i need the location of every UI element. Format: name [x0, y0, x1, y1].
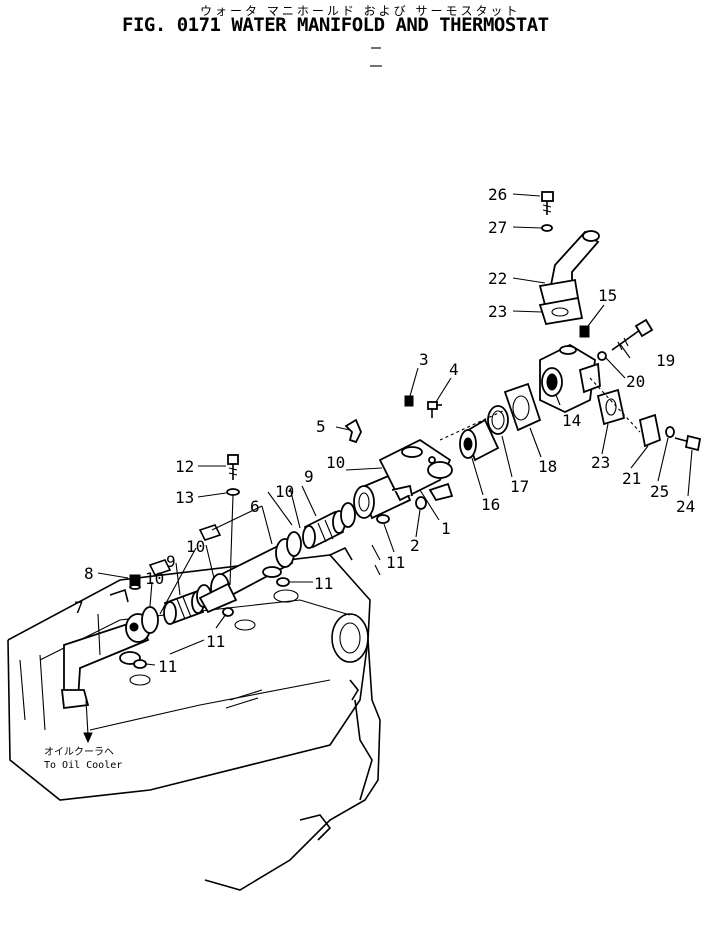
hose-9-upper — [302, 510, 346, 549]
clamp-10-lower — [141, 606, 159, 634]
callout-label: 12 — [175, 457, 194, 476]
callout-label: 23 — [488, 302, 507, 321]
callout-label: 2 — [410, 536, 420, 555]
callout-label: 24 — [676, 497, 695, 516]
clamp-10-upper-b — [340, 502, 356, 528]
callout-label: 5 — [316, 417, 326, 436]
elbow-pipe-22 — [538, 230, 600, 307]
washer-11-low — [222, 607, 234, 617]
callout-label: 10 — [145, 569, 164, 588]
washer-13 — [226, 488, 240, 496]
water-flange-1 — [353, 438, 454, 520]
callout-label: 19 — [656, 351, 675, 370]
callout-label: 17 — [510, 477, 529, 496]
callout-label: 10 — [186, 537, 205, 556]
oil-cooler-arrow-head — [83, 732, 93, 744]
callout-label: 9 — [166, 552, 176, 571]
callout-label: 14 — [562, 411, 581, 430]
oil-cooler-note: To Oil Cooler — [44, 760, 122, 771]
connector-4 — [427, 401, 442, 418]
bolt-19 — [611, 318, 654, 351]
callout-label: 25 — [650, 482, 669, 501]
callout-label: 11 — [314, 574, 333, 593]
callout-label: 6 — [250, 497, 260, 516]
callout-label: 9 — [304, 467, 314, 486]
manifold-elbow-7 — [60, 613, 151, 710]
oil-cooler-note-jp: オイルクーラヘ — [44, 746, 114, 758]
plug-8 — [129, 574, 141, 586]
callout-label: 10 — [275, 482, 294, 501]
tick-mark — [374, 564, 381, 576]
callout-label: 27 — [488, 218, 507, 237]
callout-label: 11 — [158, 657, 177, 676]
callout-label: 16 — [481, 495, 500, 514]
callout-labels: 26 27 22 23 15 19 20 3 4 5 10 14 18 17 1… — [74, 185, 695, 676]
washer-11-top — [376, 514, 390, 524]
gasket-23-side — [596, 388, 626, 426]
cover-21 — [638, 413, 662, 448]
callout-label: 7 — [74, 598, 84, 617]
gasket-18 — [503, 382, 542, 432]
callout-label: 10 — [326, 453, 345, 472]
washer-27 — [541, 224, 553, 232]
elbow-5 — [344, 418, 362, 444]
callout-label: 4 — [449, 360, 459, 379]
plug-15 — [579, 325, 590, 338]
clamp-10-upper — [286, 531, 302, 557]
seal-17 — [487, 405, 509, 435]
figure-title: FIG. 0171 WATER MANIFOLD AND THERMOSTAT — [122, 14, 549, 36]
callout-label: 21 — [622, 469, 641, 488]
washer-11-mid — [276, 577, 290, 587]
callout-label: 3 — [419, 350, 429, 369]
bolt-12 — [227, 454, 239, 480]
callout-label: 11 — [386, 553, 405, 572]
oil-cooler-arrow-shaft — [85, 699, 89, 736]
callout-label: 1 — [441, 519, 451, 538]
figure-title-japanese: ウォータ マニホールド および サーモスタット — [200, 4, 521, 18]
washer-25 — [665, 426, 675, 438]
thermostat-16 — [459, 418, 500, 462]
bolt-26 — [541, 191, 554, 215]
callout-label: 13 — [175, 488, 194, 507]
gasket-23-top — [538, 296, 584, 326]
washer-11-left — [133, 659, 147, 669]
callout-label: 23 — [591, 453, 610, 472]
tick-mark — [371, 544, 381, 561]
callout-label: 8 — [84, 564, 94, 583]
assembly-axis — [589, 377, 641, 433]
bolt-axis — [229, 494, 234, 586]
thermostat-housing-14 — [539, 343, 601, 413]
callout-label: 22 — [488, 269, 507, 288]
callout-label: 20 — [626, 372, 645, 391]
washer-20 — [597, 351, 607, 361]
nut-2 — [415, 496, 427, 510]
plug-3 — [404, 395, 414, 407]
callout-label: 15 — [598, 286, 617, 305]
manifold-pipe-6 — [198, 538, 295, 614]
callout-label: 26 — [488, 185, 507, 204]
callout-leaders — [97, 193, 693, 666]
callout-label: 11 — [206, 632, 225, 651]
bolt-24 — [674, 434, 702, 452]
callout-label: 18 — [538, 457, 557, 476]
